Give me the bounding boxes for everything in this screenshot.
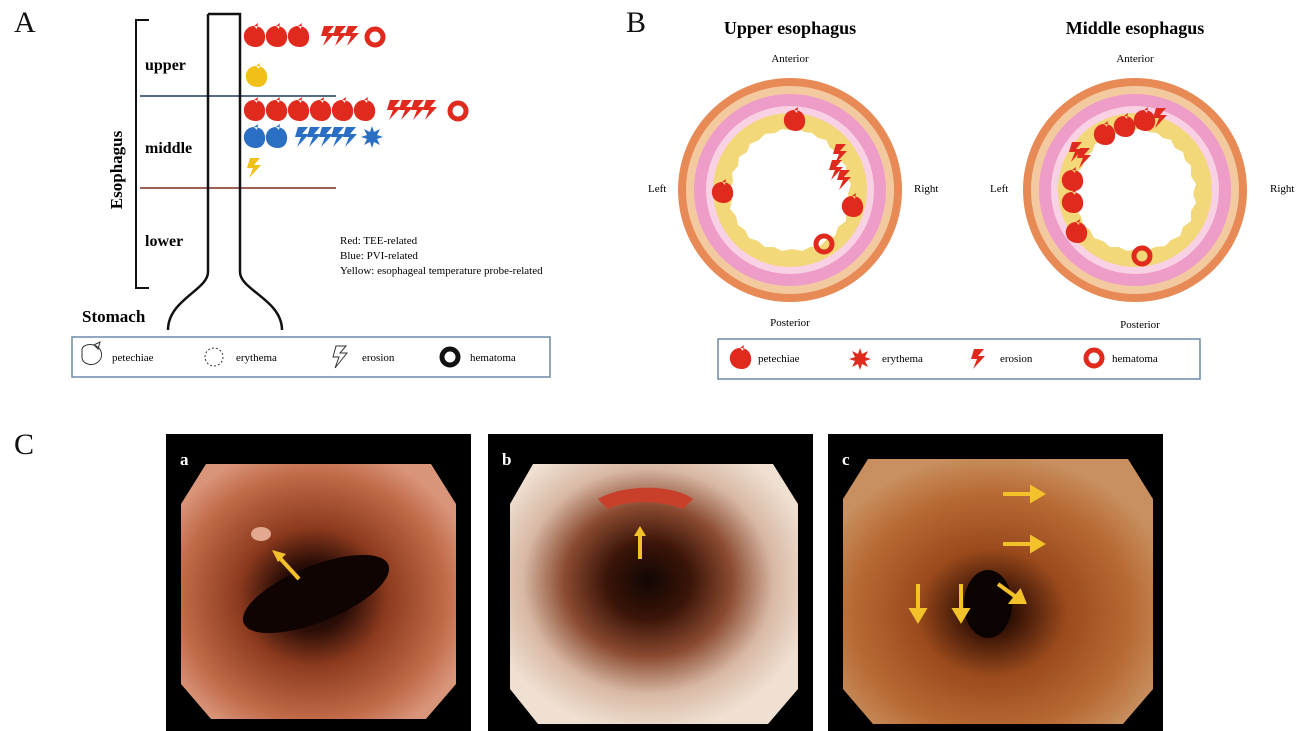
legend-b-petechiae: petechiae bbox=[758, 353, 800, 365]
legend-b-hematoma: hematoma bbox=[1112, 353, 1158, 365]
middle-tee-lesions bbox=[244, 97, 466, 121]
image-label-a: a bbox=[180, 450, 189, 470]
upper-anterior-label: Anterior bbox=[771, 53, 809, 65]
erosion-icon bbox=[345, 26, 359, 46]
petechiae-icon bbox=[266, 23, 287, 47]
panel-label-c: C bbox=[14, 428, 34, 462]
erosion-icon bbox=[387, 100, 401, 120]
endoscopy-image-b: b bbox=[488, 434, 813, 731]
middle-pvi-lesions bbox=[244, 124, 383, 148]
petechiae-icon bbox=[244, 23, 265, 47]
legend-petechiae: petechiae bbox=[112, 352, 154, 364]
erosion-icon bbox=[319, 127, 333, 147]
erosion-icon bbox=[247, 158, 261, 178]
esophagus-cross-sections: Upper esophagus Anterior Posterior Left … bbox=[620, 0, 1309, 390]
legend-erosion: erosion bbox=[362, 352, 395, 364]
title-upper-esophagus: Upper esophagus bbox=[724, 18, 856, 38]
legend-b-erythema: erythema bbox=[882, 353, 923, 365]
legend-hematoma: hematoma bbox=[470, 352, 516, 364]
segment-upper: upper bbox=[145, 57, 186, 74]
petechiae-icon bbox=[288, 23, 309, 47]
upper-tee-lesions bbox=[244, 23, 383, 47]
erosion-icon bbox=[307, 127, 321, 147]
segment-lower: lower bbox=[145, 233, 183, 250]
esophagus-axis-label: Esophagus bbox=[107, 130, 126, 209]
middle-anterior-label: Anterior bbox=[1116, 53, 1154, 65]
legend-red: Red: TEE-related bbox=[340, 235, 418, 247]
erythema-icon bbox=[361, 126, 383, 148]
hematoma-icon bbox=[367, 29, 383, 45]
erosion-icon bbox=[411, 100, 425, 120]
erosion-icon bbox=[321, 26, 335, 46]
erythema-icon bbox=[849, 348, 871, 370]
legend-erythema: erythema bbox=[236, 352, 277, 364]
petechiae-icon bbox=[288, 97, 309, 121]
upper-posterior-label: Posterior bbox=[770, 317, 810, 329]
erosion-icon bbox=[343, 127, 357, 147]
endoscopy-image-a: a bbox=[166, 434, 471, 731]
petechiae-icon bbox=[244, 124, 265, 148]
upper-left-label: Left bbox=[648, 183, 666, 195]
petechiae-icon bbox=[332, 97, 353, 121]
stomach-label: Stomach bbox=[82, 307, 146, 326]
petechiae-icon bbox=[266, 97, 287, 121]
erosion-icon bbox=[399, 100, 413, 120]
hematoma-icon bbox=[450, 103, 466, 119]
petechiae-icon bbox=[310, 97, 331, 121]
legend-b-erosion: erosion bbox=[1000, 353, 1033, 365]
erosion-icon bbox=[331, 127, 345, 147]
petechiae-icon bbox=[354, 97, 375, 121]
esophagus-lesion-map: Esophagus upper middle lower Stomach bbox=[0, 0, 620, 390]
middle-posterior-label: Posterior bbox=[1120, 319, 1160, 331]
middle-right-label: Right bbox=[1270, 183, 1294, 195]
legend-blue: Blue: PVI-related bbox=[340, 250, 418, 262]
petechiae-icon bbox=[266, 124, 287, 148]
legend-yellow: Yellow: esophageal temperature probe-rel… bbox=[340, 265, 543, 277]
erosion-icon bbox=[423, 100, 437, 120]
petechiae-icon bbox=[244, 97, 265, 121]
erosion-icon bbox=[295, 127, 309, 147]
upper-right-label: Right bbox=[914, 183, 938, 195]
middle-esophagus-ring bbox=[1023, 78, 1247, 302]
petechiae-icon bbox=[246, 63, 267, 87]
middle-left-label: Left bbox=[990, 183, 1008, 195]
title-middle-esophagus: Middle esophagus bbox=[1066, 18, 1205, 38]
segment-middle: middle bbox=[145, 140, 192, 157]
image-label-b: b bbox=[502, 450, 511, 470]
erosion-icon bbox=[333, 26, 347, 46]
endoscopy-image-c: c bbox=[828, 434, 1163, 731]
image-label-c: c bbox=[842, 450, 850, 470]
